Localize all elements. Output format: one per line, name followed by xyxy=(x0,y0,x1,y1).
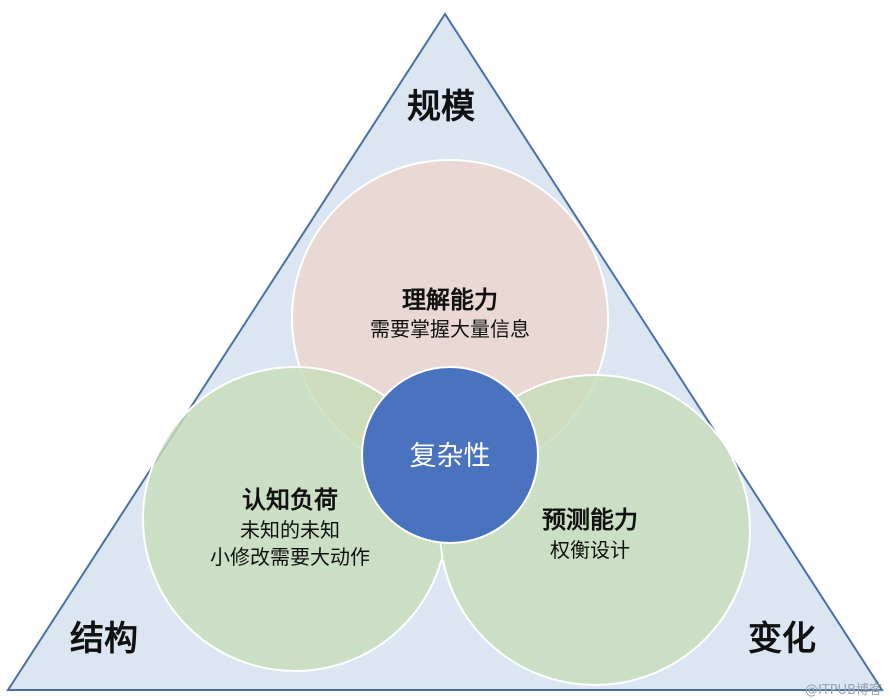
circle-right-title: 预测能力 xyxy=(542,506,638,534)
circle-left-line-2: 小修改需要大动作 xyxy=(210,545,370,569)
watermark: @ITPUB博客 xyxy=(805,682,882,698)
circle-left-title: 认知负荷 xyxy=(242,486,338,514)
center-circle xyxy=(361,366,539,544)
corner-label-right: 变化 xyxy=(748,619,816,659)
circle-right-line-1: 权衡设计 xyxy=(550,538,630,562)
circle-top-title: 理解能力 xyxy=(402,286,498,314)
corner-label-top: 规模 xyxy=(407,87,475,127)
corner-label-left: 结构 xyxy=(70,619,138,659)
circle-left-line-1: 未知的未知 xyxy=(240,518,340,542)
center-label: 复杂性 xyxy=(410,441,491,472)
circle-top-line-1: 需要掌握大量信息 xyxy=(370,317,530,341)
